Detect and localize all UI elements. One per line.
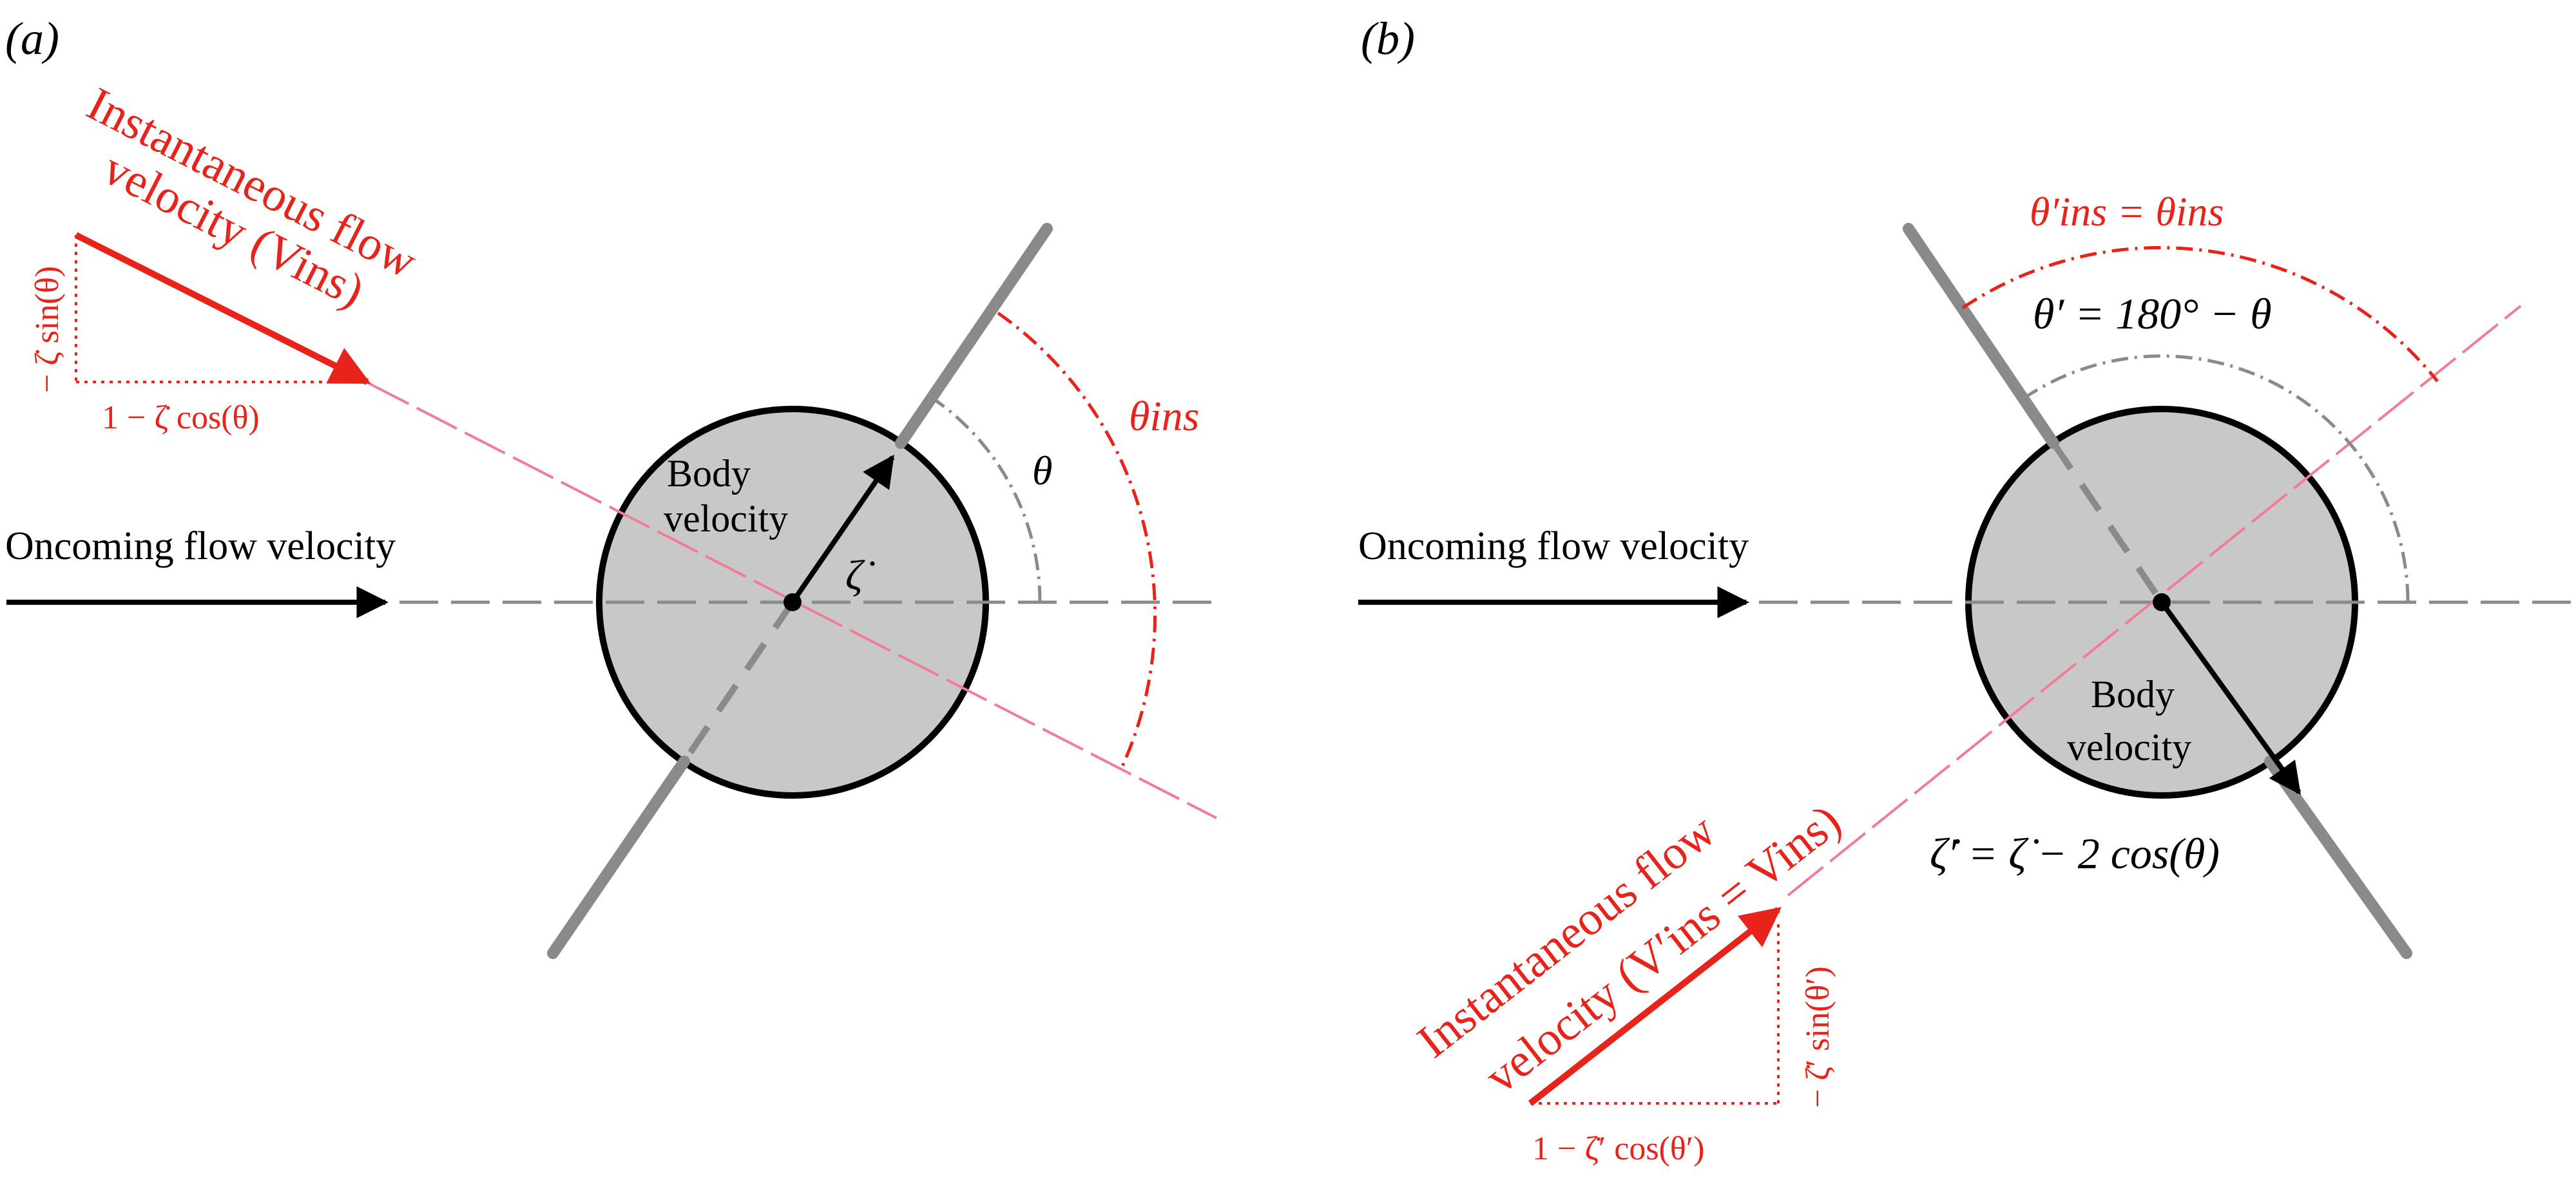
body-velocity-label-line1: Body — [2091, 673, 2175, 716]
body-velocity-label-line2: velocity — [2067, 726, 2191, 768]
vertical-component-label: − ζ̇′ sin(θ′) — [1800, 966, 1836, 1108]
body-velocity-arrow — [790, 454, 895, 604]
theta-ins-prime-arc — [1961, 246, 2439, 383]
vertical-component-label: − ζ̇ sin(θ) — [29, 266, 66, 393]
panel-a-tag: (a) — [5, 13, 59, 64]
plate-inside-dashed — [681, 600, 796, 763]
oncoming-flow-label: Oncoming flow velocity — [1358, 524, 1749, 568]
theta-ins-arc — [997, 311, 1157, 772]
theta-prime-relation-label: θ′ = 180° − θ — [2033, 289, 2272, 338]
plate-lower — [2264, 756, 2412, 959]
panel-b-tag: (b) — [1361, 13, 1415, 64]
horizontal-component-label: 1 − ζ̇′ cos(θ′) — [1532, 1130, 1704, 1167]
theta-prime-arc — [2022, 354, 2410, 603]
instantaneous-flow-arrow — [74, 232, 371, 385]
panel-a: (a) Oncoming flow velocity Body velocity… — [5, 13, 1218, 959]
theta-ins-label: θins — [1129, 393, 1199, 440]
plate-inside-dashed — [2050, 441, 2165, 604]
plate-upper — [895, 223, 1053, 449]
theta-arc — [931, 396, 1042, 603]
body-velocity-label-line2: velocity — [664, 497, 788, 540]
body-velocity-label-line1: Body — [667, 452, 751, 495]
theta-ins-relation-label: θ′ins = θins — [2030, 189, 2224, 234]
plate-lower — [547, 756, 690, 959]
zeta-relation-label: ζ̇′ = ζ̇ − 2 cos(θ) — [1930, 829, 2220, 878]
instantaneous-flow-arrow — [1528, 907, 1782, 1106]
panel-b: (b) Oncoming flow velocity Body velocity… — [1358, 13, 2571, 1167]
center-dot — [2153, 593, 2171, 611]
center-dot — [783, 593, 802, 611]
oncoming-flow-label: Oncoming flow velocity — [5, 524, 396, 568]
theta-label: θ — [1032, 448, 1052, 493]
body-velocity-arrow — [2159, 600, 2302, 795]
horizontal-component-label: 1 − ζ̇ cos(θ) — [102, 399, 260, 436]
plate-upper — [1903, 223, 2059, 449]
